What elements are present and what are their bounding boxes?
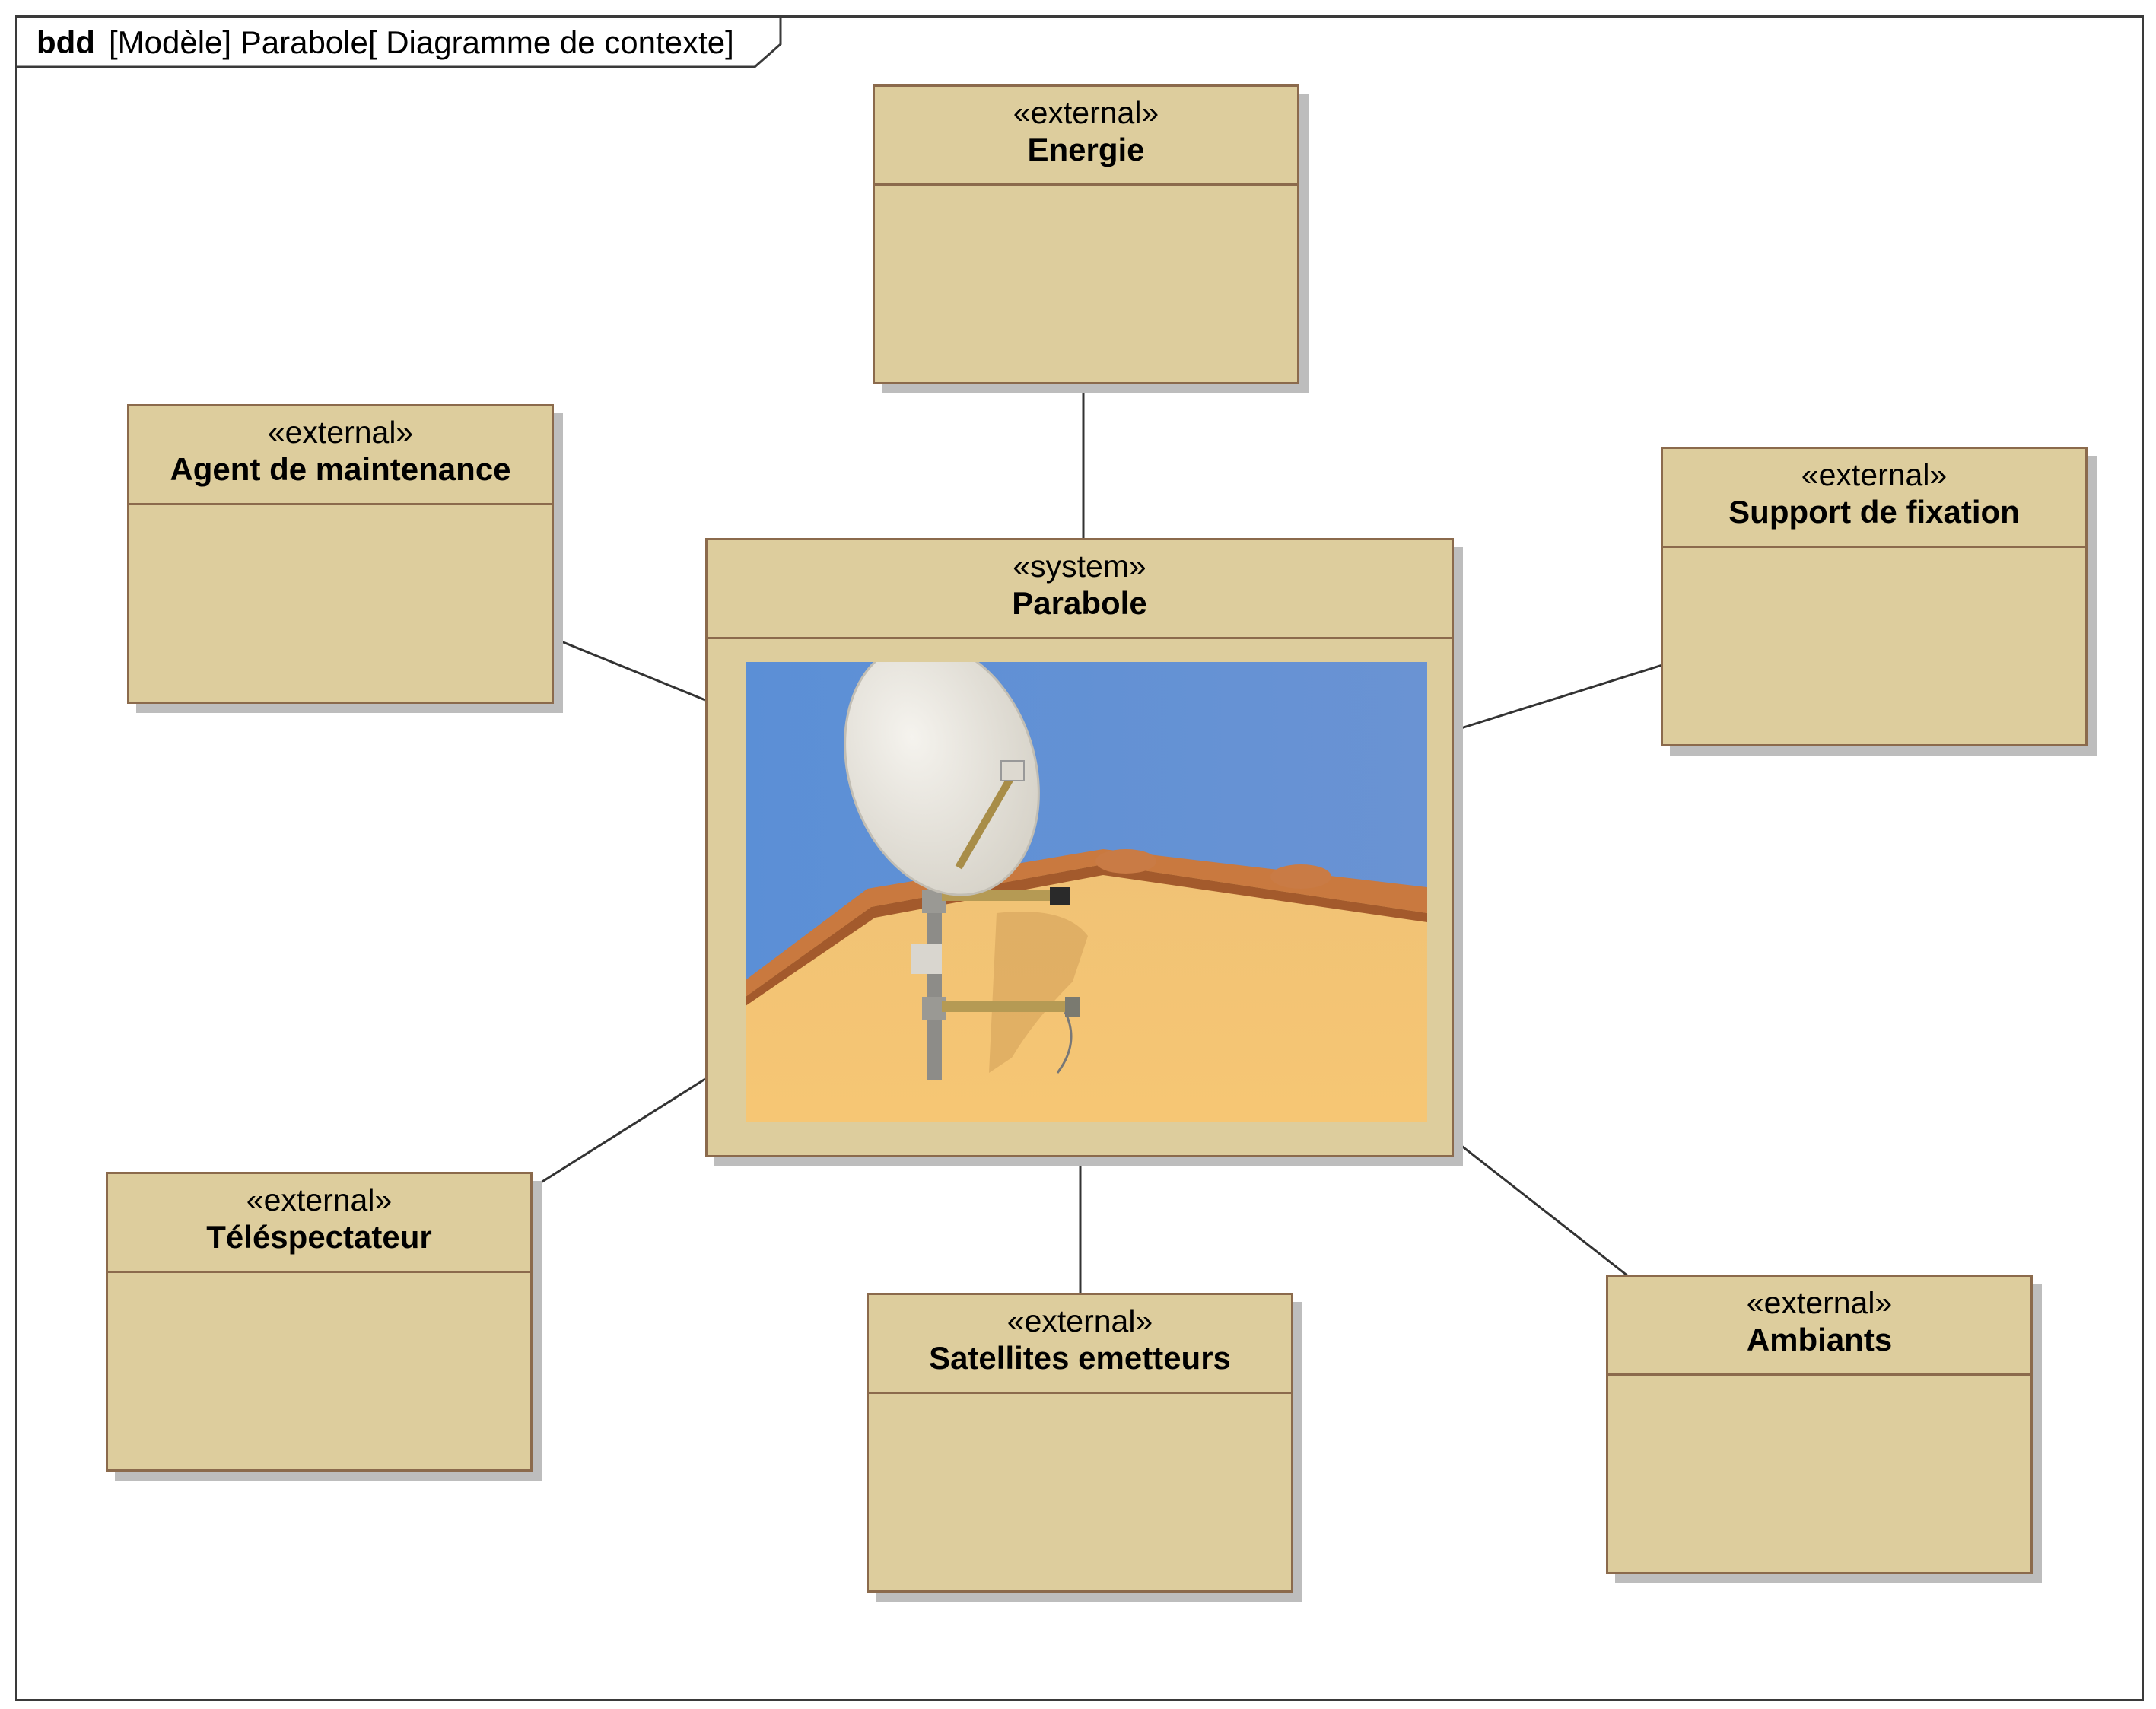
link-system-ambiants bbox=[1453, 1138, 1629, 1278]
block-name: Ambiants bbox=[1746, 1322, 1893, 1357]
block-stereotype: «external» bbox=[246, 1182, 393, 1217]
block-header: «external» Ambiants bbox=[1608, 1277, 2030, 1376]
block-external-agent-de-maintenance[interactable]: «external» Agent de maintenance bbox=[127, 404, 554, 704]
block-stereotype: «external» bbox=[1801, 457, 1948, 492]
diagram-frame bbox=[15, 15, 2144, 1701]
block-header: «external» Téléspectateur bbox=[108, 1174, 530, 1273]
link-system-agent bbox=[553, 637, 706, 702]
link-system-support bbox=[1453, 664, 1663, 732]
frame-title: [Modèle] Parabole[ Diagramme de contexte… bbox=[108, 24, 734, 60]
block-external-telespectateur[interactable]: «external» Téléspectateur bbox=[106, 1172, 533, 1472]
satellite-dish-photo bbox=[746, 662, 1427, 1122]
block-external-ambiants[interactable]: «external» Ambiants bbox=[1606, 1275, 2033, 1574]
block-external-satellites-emetteurs[interactable]: «external» Satellites emetteurs bbox=[867, 1293, 1293, 1593]
block-system-parabole[interactable]: «system» Parabole bbox=[705, 538, 1454, 1157]
block-stereotype: «external» bbox=[1006, 1303, 1153, 1338]
block-name: Support de fixation bbox=[1728, 494, 2020, 530]
block-name: Téléspectateur bbox=[206, 1219, 432, 1255]
block-header: «external» Agent de maintenance bbox=[129, 406, 552, 505]
satellite-dish-illustration bbox=[746, 662, 1427, 1122]
block-stereotype: «external» bbox=[1746, 1285, 1893, 1320]
link-system-telespectateur bbox=[532, 1077, 706, 1189]
block-stereotype: «external» bbox=[267, 415, 414, 450]
block-header: «external» Support de fixation bbox=[1663, 449, 2085, 548]
block-header: «system» Parabole bbox=[708, 540, 1452, 639]
block-stereotype: «system» bbox=[1013, 549, 1146, 584]
block-name: Satellites emetteurs bbox=[929, 1340, 1231, 1376]
block-header: «external» Energie bbox=[875, 87, 1297, 186]
block-name: Energie bbox=[1027, 132, 1145, 167]
frame-header-tab-shape bbox=[15, 15, 782, 68]
block-header: «external» Satellites emetteurs bbox=[869, 1295, 1291, 1394]
block-stereotype: «external» bbox=[1013, 95, 1159, 130]
block-external-energie[interactable]: «external» Energie bbox=[873, 84, 1299, 384]
block-external-support-de-fixation[interactable]: «external» Support de fixation bbox=[1661, 447, 2088, 746]
frame-kind: bdd bbox=[37, 24, 95, 60]
block-name: Parabole bbox=[1012, 585, 1147, 621]
block-name: Agent de maintenance bbox=[170, 451, 511, 487]
